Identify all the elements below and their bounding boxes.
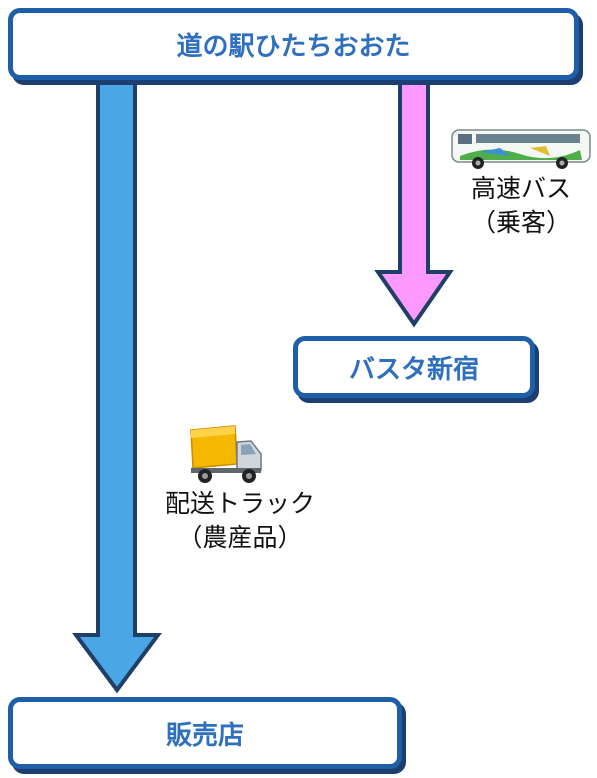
bus-caption: 高速バス （乗客） — [446, 172, 596, 240]
truck-flow-arrow — [72, 58, 162, 694]
bus-icon — [451, 129, 591, 169]
terminal-label: バスタ新宿 — [348, 354, 479, 385]
shop-node: 販売店 — [8, 697, 402, 769]
shop-label: 販売店 — [165, 720, 244, 751]
bus-caption-line1: 高速バス — [470, 174, 571, 203]
truck-caption-line1: 配送トラック — [164, 489, 315, 518]
origin-label: 道の駅ひたちおおた — [176, 31, 411, 62]
bus-caption-line2: （乗客） — [470, 207, 571, 237]
origin-node: 道の駅ひたちおおた — [8, 8, 579, 80]
truck-caption: 配送トラック （農産品） — [150, 487, 330, 555]
truck-caption-line2: （農産品） — [177, 522, 303, 552]
truck-icon — [190, 425, 262, 483]
terminal-node: バスタ新宿 — [293, 336, 535, 398]
bus-flow-arrow — [374, 58, 454, 328]
